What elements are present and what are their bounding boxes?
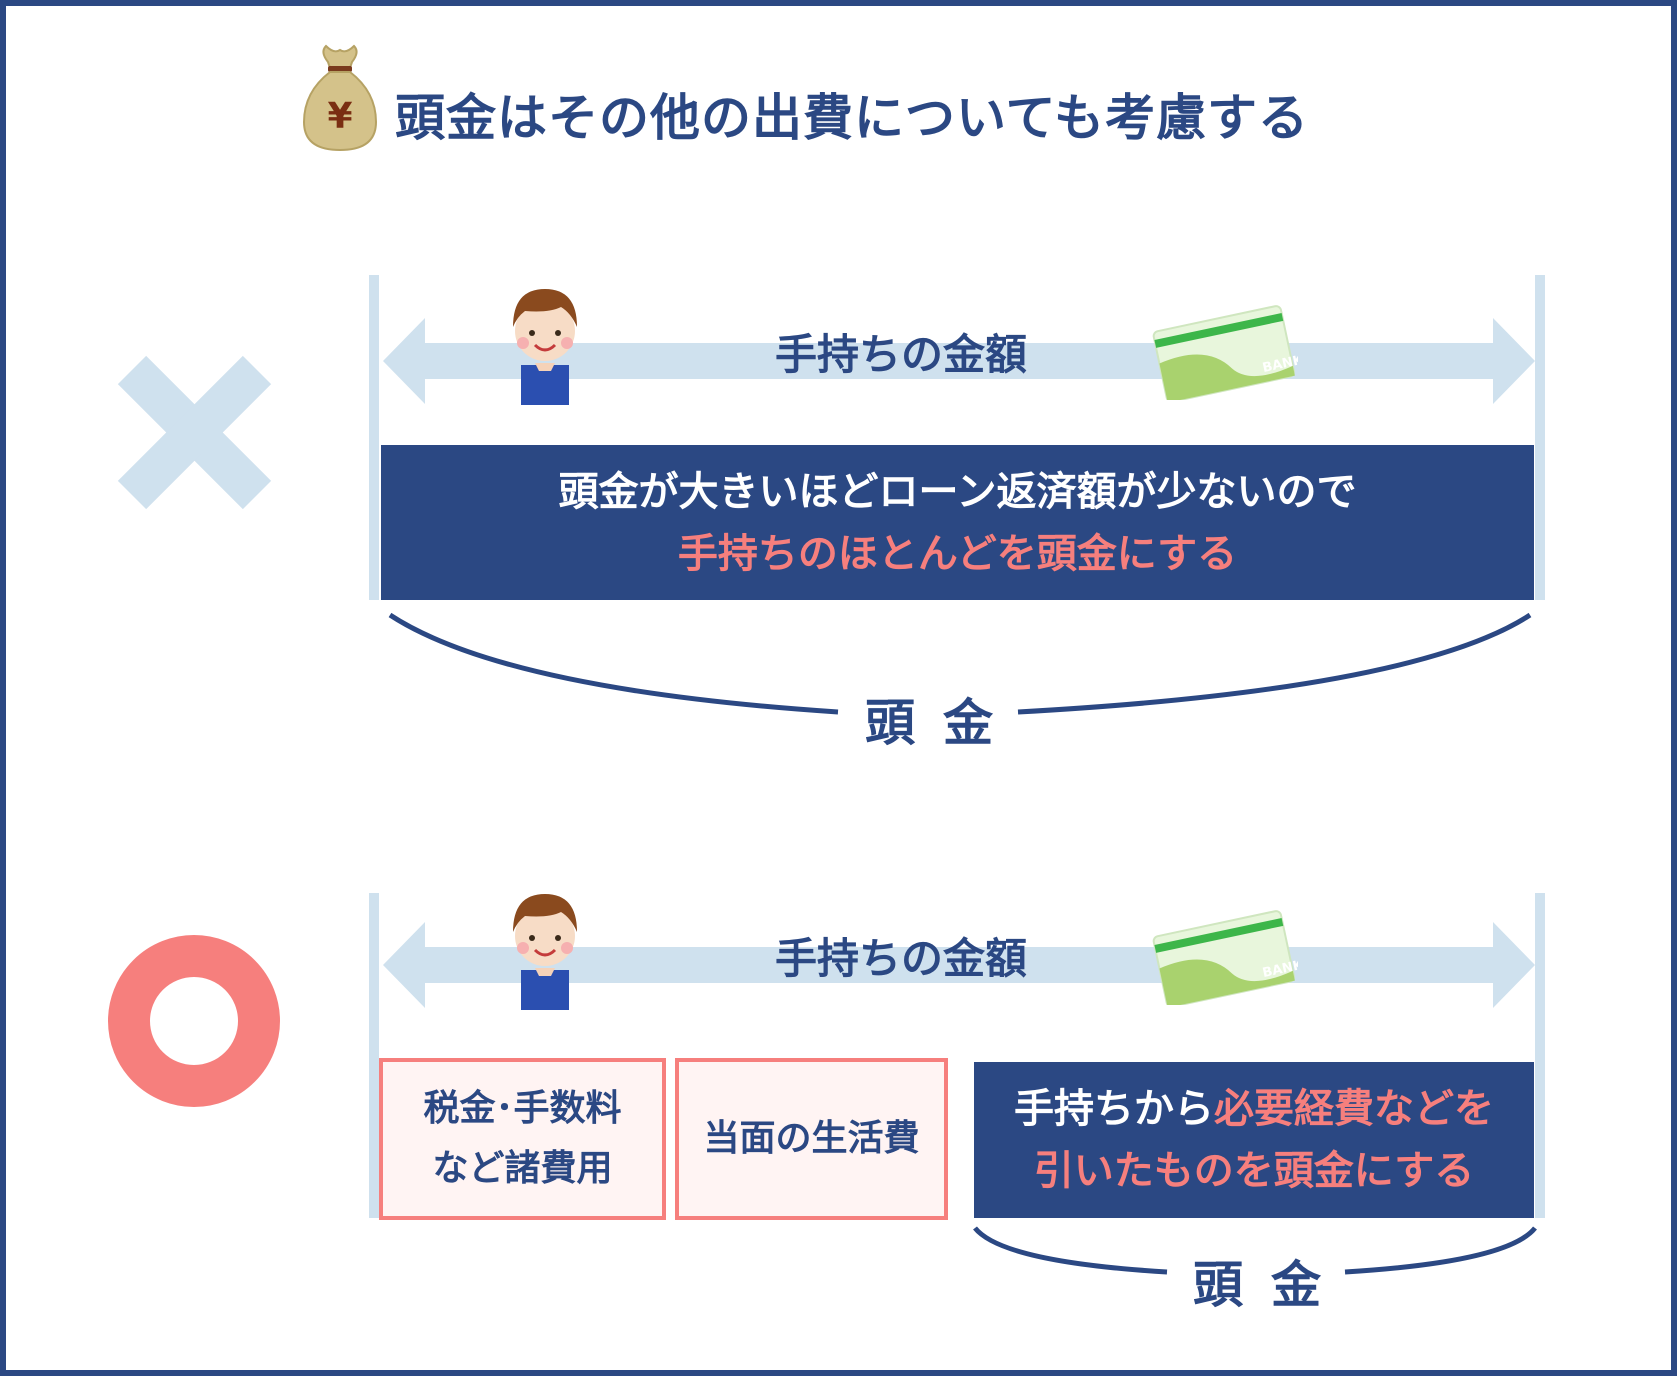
downpayment-brace	[973, 1226, 1537, 1275]
box-line-2: 手持ちのほとんどを頭金にする	[677, 530, 1238, 577]
person-icon	[513, 289, 577, 405]
amount-label: 手持ちの金額	[775, 330, 1028, 379]
box-line-1-part-b: 必要経費などを	[1214, 1086, 1494, 1132]
yen-symbol: ¥	[327, 96, 352, 137]
fees-line-2: など諸費用	[432, 1148, 613, 1189]
box-line-1-part-a: 手持ちから	[1014, 1086, 1214, 1132]
fees-line-1: 税金･手数料	[423, 1088, 622, 1129]
left-boundary-bar	[369, 275, 379, 600]
remaining-downpayment-box: 手持ちから必要経費などを 引いたものを頭金にする	[974, 1062, 1534, 1218]
money-bag-yen-icon: ¥	[302, 44, 378, 152]
circle-mark-icon	[108, 935, 280, 1107]
double-arrow	[383, 922, 1535, 1008]
right-boundary-bar	[1535, 893, 1545, 1218]
left-boundary-bar	[369, 893, 379, 1218]
bank-card-icon: BANK	[1152, 910, 1298, 1005]
downpayment-label: 頭金	[1193, 1256, 1349, 1314]
box-line-1: 手持ちから必要経費などを	[1014, 1078, 1494, 1140]
living-cost-label: 当面の生活費	[703, 1118, 920, 1159]
card-bank-text: BANK	[1261, 958, 1298, 981]
page-title: 頭金はその他の出費についても考慮する	[395, 89, 1309, 147]
card-bank-text: BANK	[1261, 353, 1298, 376]
person-icon	[513, 894, 577, 1010]
bank-card-icon: BANK	[1152, 305, 1298, 400]
amount-label: 手持ちの金額	[775, 934, 1028, 983]
downpayment-label: 頭金	[865, 694, 1021, 752]
fees-cost-box: 税金･手数料 など諸費用	[379, 1058, 666, 1220]
living-cost-box: 当面の生活費	[675, 1058, 948, 1220]
cross-mark-icon	[117, 355, 272, 510]
box-line-2: 引いたものを頭金にする	[1033, 1148, 1475, 1194]
box-line-1: 頭金が大きいほどローン返済額が少ないので	[558, 468, 1357, 515]
full-downpayment-box: 頭金が大きいほどローン返済額が少ないので 手持ちのほとんどを頭金にする	[381, 445, 1534, 600]
right-boundary-bar	[1535, 275, 1545, 600]
double-arrow	[383, 318, 1535, 404]
downpayment-brace	[388, 612, 1532, 715]
